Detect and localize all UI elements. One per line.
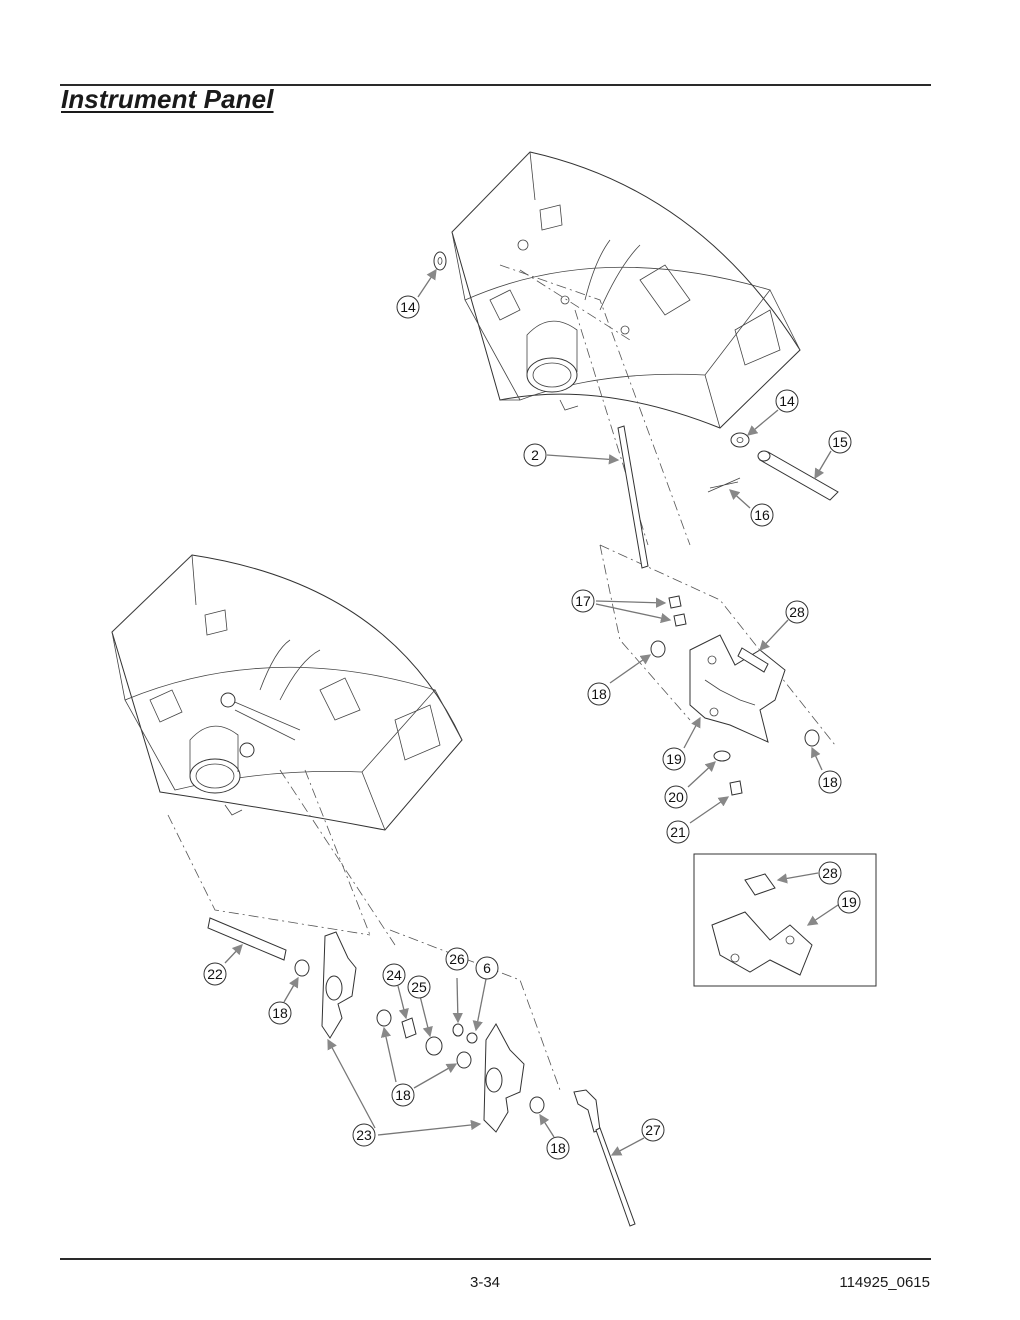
document-code: 114925_0615 — [839, 1274, 930, 1291]
callout-19: 19 — [662, 747, 686, 771]
callout-18-b: 18 — [818, 770, 842, 794]
svg-text:18: 18 — [395, 1087, 411, 1103]
svg-text:14: 14 — [400, 299, 416, 315]
callout-14-upper: 14 — [396, 295, 420, 319]
lower-panel-housing — [111, 554, 463, 831]
callout-6: 6 — [475, 956, 499, 980]
callout-16: 16 — [750, 503, 774, 527]
callout-23: 23 — [352, 1123, 376, 1147]
callout-28: 28 — [785, 600, 809, 624]
svg-text:18: 18 — [591, 686, 607, 702]
callout-15: 15 — [828, 430, 852, 454]
callout-20: 20 — [664, 785, 688, 809]
svg-text:16: 16 — [754, 507, 770, 523]
svg-text:17: 17 — [575, 593, 591, 609]
svg-text:22: 22 — [207, 966, 223, 982]
callout-18-d: 18 — [391, 1083, 415, 1107]
callout-18-c: 18 — [268, 1001, 292, 1025]
svg-text:6: 6 — [483, 960, 491, 976]
callout-26: 26 — [445, 947, 469, 971]
callout-17: 17 — [571, 589, 595, 613]
svg-text:18: 18 — [822, 774, 838, 790]
callout-14-right: 14 — [775, 389, 799, 413]
svg-text:26: 26 — [449, 951, 465, 967]
callout-21: 21 — [666, 820, 690, 844]
svg-text:27: 27 — [645, 1122, 661, 1138]
callout-27: 27 — [641, 1118, 665, 1142]
callout-19-inset: 19 — [837, 890, 861, 914]
svg-text:21: 21 — [670, 824, 686, 840]
callout-2: 2 — [523, 443, 547, 467]
svg-text:28: 28 — [789, 604, 805, 620]
svg-text:15: 15 — [832, 434, 848, 450]
svg-text:23: 23 — [356, 1127, 372, 1143]
svg-text:18: 18 — [272, 1005, 288, 1021]
page-number: 3-34 — [470, 1274, 501, 1291]
upper-panel-housing — [451, 151, 801, 429]
svg-text:14: 14 — [779, 393, 795, 409]
callout-22: 22 — [203, 962, 227, 986]
callout-24: 24 — [382, 963, 406, 987]
upper-exploded-parts — [433, 251, 839, 796]
lower-linkage-parts — [207, 917, 636, 1227]
callout-18-a: 18 — [587, 682, 611, 706]
header-rule — [60, 84, 931, 86]
callout-28-inset: 28 — [818, 861, 842, 885]
svg-text:25: 25 — [411, 979, 427, 995]
callout-18-e: 18 — [546, 1136, 570, 1160]
svg-text:2: 2 — [531, 447, 539, 463]
footer-rule — [60, 1258, 931, 1260]
svg-text:19: 19 — [841, 894, 857, 910]
svg-text:20: 20 — [668, 789, 684, 805]
callout-25: 25 — [407, 975, 431, 999]
leader-lines — [224, 268, 839, 1156]
svg-text:24: 24 — [386, 967, 402, 983]
svg-text:28: 28 — [822, 865, 838, 881]
svg-text:18: 18 — [550, 1140, 566, 1156]
page-title: Instrument Panel — [61, 84, 274, 114]
detail-inset — [693, 853, 877, 987]
svg-text:19: 19 — [666, 751, 682, 767]
